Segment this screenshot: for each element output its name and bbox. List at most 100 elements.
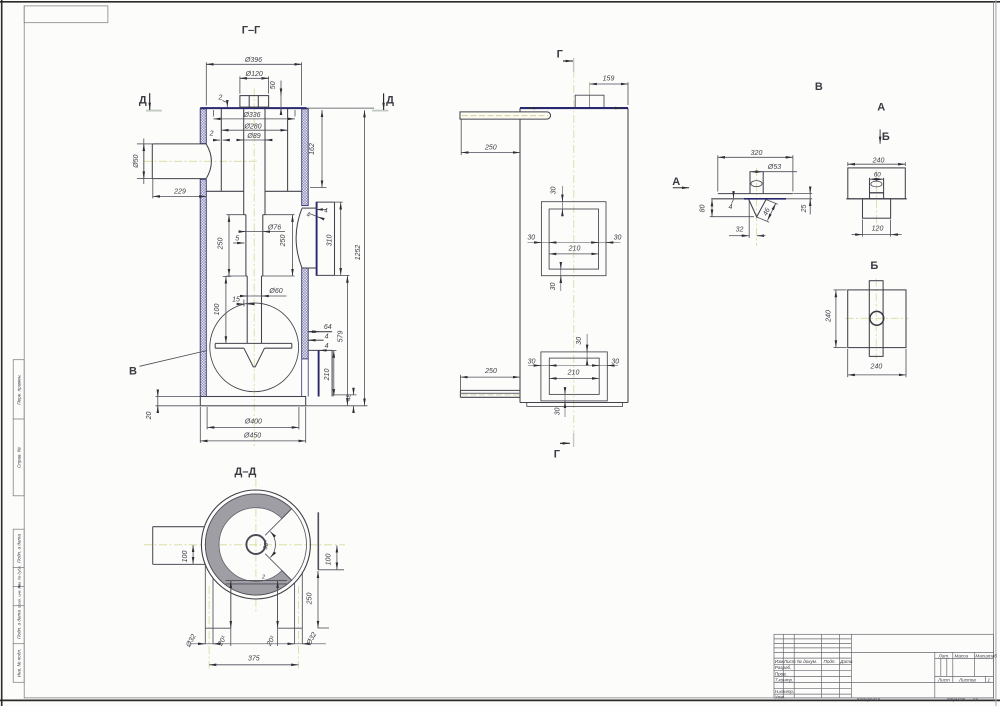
svg-text:30: 30	[550, 283, 557, 291]
svg-text:100: 100	[214, 304, 221, 316]
svg-text:Ø280: Ø280	[243, 123, 261, 130]
svg-text:Изм.: Изм.	[775, 659, 785, 664]
svg-text:Инв. № подл.: Инв. № подл.	[17, 649, 22, 678]
svg-text:210: 210	[567, 370, 580, 377]
svg-text:4: 4	[307, 213, 311, 219]
svg-text:Ø76: Ø76	[267, 224, 281, 231]
svg-text:375: 375	[248, 655, 260, 662]
svg-text:Подп.: Подп.	[824, 659, 836, 664]
svg-text:Д: Д	[139, 95, 147, 107]
svg-text:4: 4	[325, 334, 329, 341]
svg-text:Ø32: Ø32	[306, 631, 319, 647]
svg-text:Лит.: Лит.	[938, 653, 950, 658]
svg-text:Н.контр.: Н.контр.	[775, 689, 794, 694]
svg-text:25: 25	[801, 205, 808, 214]
svg-text:80: 80	[700, 205, 707, 213]
svg-text:2: 2	[261, 575, 265, 581]
svg-text:50: 50	[270, 81, 277, 89]
svg-text:20: 20	[146, 412, 153, 421]
svg-text:250: 250	[484, 145, 497, 152]
svg-text:А: А	[877, 102, 885, 114]
svg-text:Ø336: Ø336	[242, 112, 260, 119]
svg-text:Справ. №: Справ. №	[17, 447, 22, 468]
svg-text:30: 30	[527, 235, 535, 242]
svg-text:30: 30	[611, 358, 619, 365]
svg-text:32: 32	[736, 227, 744, 234]
svg-text:Г: Г	[557, 49, 564, 61]
svg-text:4: 4	[729, 204, 733, 211]
svg-text:240: 240	[825, 310, 832, 323]
svg-text:Ø89: Ø89	[246, 133, 260, 140]
svg-text:4: 4	[325, 343, 329, 350]
svg-text:Взам. инв. №: Взам. инв. №	[18, 584, 22, 607]
svg-text:Лист: Лист	[937, 677, 950, 682]
svg-text:Ø50: Ø50	[133, 154, 140, 168]
svg-text:210: 210	[568, 246, 581, 253]
svg-text:Копировал: Копировал	[857, 697, 880, 702]
svg-text:Ø60: Ø60	[268, 288, 282, 295]
svg-text:46: 46	[762, 207, 772, 217]
svg-text:Ø400: Ø400	[244, 419, 262, 426]
svg-text:30: 30	[550, 187, 557, 195]
svg-text:Дата: Дата	[839, 659, 853, 664]
svg-text:В: В	[815, 81, 823, 93]
svg-text:20¹: 20¹	[266, 634, 278, 648]
svg-text:1252: 1252	[355, 245, 362, 261]
svg-text:100: 100	[326, 554, 333, 566]
svg-text:Д–Д: Д–Д	[235, 466, 257, 478]
svg-text:250: 250	[484, 368, 497, 375]
svg-text:Б: Б	[870, 260, 878, 272]
svg-text:Г: Г	[554, 449, 561, 461]
svg-text:Ø120: Ø120	[245, 71, 263, 78]
svg-text:Ø450: Ø450	[243, 432, 261, 439]
svg-text:Ø396: Ø396	[244, 57, 262, 64]
svg-text:А3: А3	[971, 697, 978, 702]
svg-text:310: 310	[327, 235, 334, 247]
svg-text:240: 240	[872, 158, 885, 165]
svg-text:Листов: Листов	[958, 677, 976, 682]
svg-text:240: 240	[870, 364, 883, 371]
svg-text:1: 1	[988, 677, 991, 682]
svg-text:60: 60	[874, 171, 882, 178]
svg-text:64: 64	[324, 324, 332, 331]
svg-text:48: 48	[347, 394, 353, 401]
svg-text:Г–Г: Г–Г	[242, 25, 261, 37]
svg-text:Масса: Масса	[955, 653, 969, 658]
svg-text:Масштаб: Масштаб	[975, 653, 997, 658]
svg-text:30: 30	[555, 408, 562, 416]
svg-text:Ø32: Ø32	[185, 633, 198, 649]
svg-text:30: 30	[614, 235, 622, 242]
svg-text:Д: Д	[386, 95, 394, 107]
svg-text:159: 159	[603, 76, 615, 83]
svg-text:Ø53: Ø53	[767, 164, 781, 171]
svg-text:250: 250	[307, 593, 314, 606]
svg-text:30: 30	[576, 337, 583, 345]
svg-text:Перв. примен.: Перв. примен.	[17, 374, 22, 405]
svg-text:Подп. и дата: Подп. и дата	[17, 610, 22, 639]
svg-text:А: А	[672, 176, 680, 188]
svg-text:229: 229	[173, 189, 186, 196]
svg-text:Лист: Лист	[783, 659, 796, 664]
svg-text:Разраб.: Разраб.	[775, 665, 792, 670]
svg-text:Утв.: Утв.	[775, 695, 785, 700]
svg-text:2: 2	[218, 95, 223, 102]
svg-text:100: 100	[182, 551, 189, 563]
svg-text:Пров.: Пров.	[775, 671, 787, 676]
svg-text:Б: Б	[882, 131, 890, 143]
svg-text:120: 120	[872, 226, 884, 233]
svg-text:4: 4	[324, 208, 328, 214]
svg-text:20¹: 20¹	[217, 634, 229, 648]
svg-text:Инв. № дубл.: Инв. № дубл.	[18, 565, 22, 588]
svg-text:Формат: Формат	[947, 697, 965, 702]
svg-text:579: 579	[338, 331, 345, 343]
svg-text:Т.контр.: Т.контр.	[775, 677, 794, 682]
svg-text:2: 2	[209, 130, 214, 137]
svg-text:15: 15	[232, 297, 240, 304]
svg-text:250: 250	[217, 238, 224, 251]
svg-text:В: В	[129, 366, 137, 378]
svg-text:30: 30	[528, 358, 536, 365]
svg-text:320: 320	[751, 150, 763, 157]
svg-text:162: 162	[309, 143, 316, 155]
svg-text:250: 250	[280, 235, 287, 248]
svg-text:Подп. и дата: Подп. и дата	[17, 534, 22, 563]
